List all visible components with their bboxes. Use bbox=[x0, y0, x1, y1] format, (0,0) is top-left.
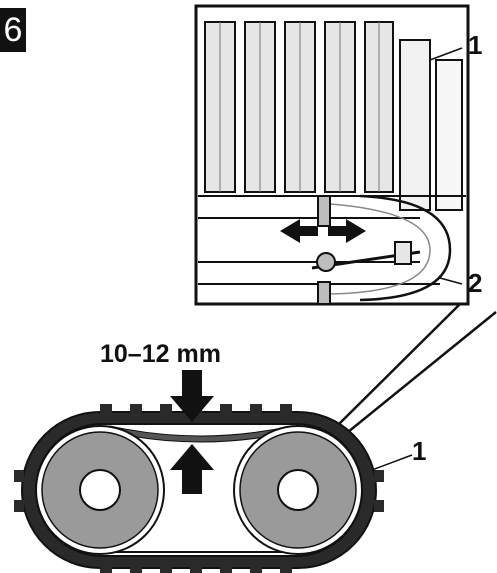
part-label-2: 2 bbox=[468, 268, 483, 298]
belt-drive bbox=[14, 370, 413, 573]
alternator-fins bbox=[204, 21, 463, 211]
part-label-1-top: 1 bbox=[468, 30, 483, 60]
inset-leader-lines bbox=[337, 47, 497, 433]
deflection-measurement-label: 10–12 mm bbox=[100, 340, 221, 368]
part-label-1-bottom: 1 bbox=[412, 436, 427, 466]
arrow-up-icon bbox=[170, 444, 214, 494]
part-1-leader bbox=[371, 454, 413, 471]
left-pulley bbox=[35, 425, 165, 555]
belt-housing bbox=[198, 194, 466, 305]
arrow-down-icon bbox=[170, 370, 214, 422]
right-pulley bbox=[233, 425, 363, 555]
inset-detail-view bbox=[194, 4, 470, 306]
double-arrow-icon bbox=[280, 219, 366, 243]
belt-teeth bbox=[14, 404, 384, 573]
figure-number-badge: 6 bbox=[0, 8, 26, 52]
